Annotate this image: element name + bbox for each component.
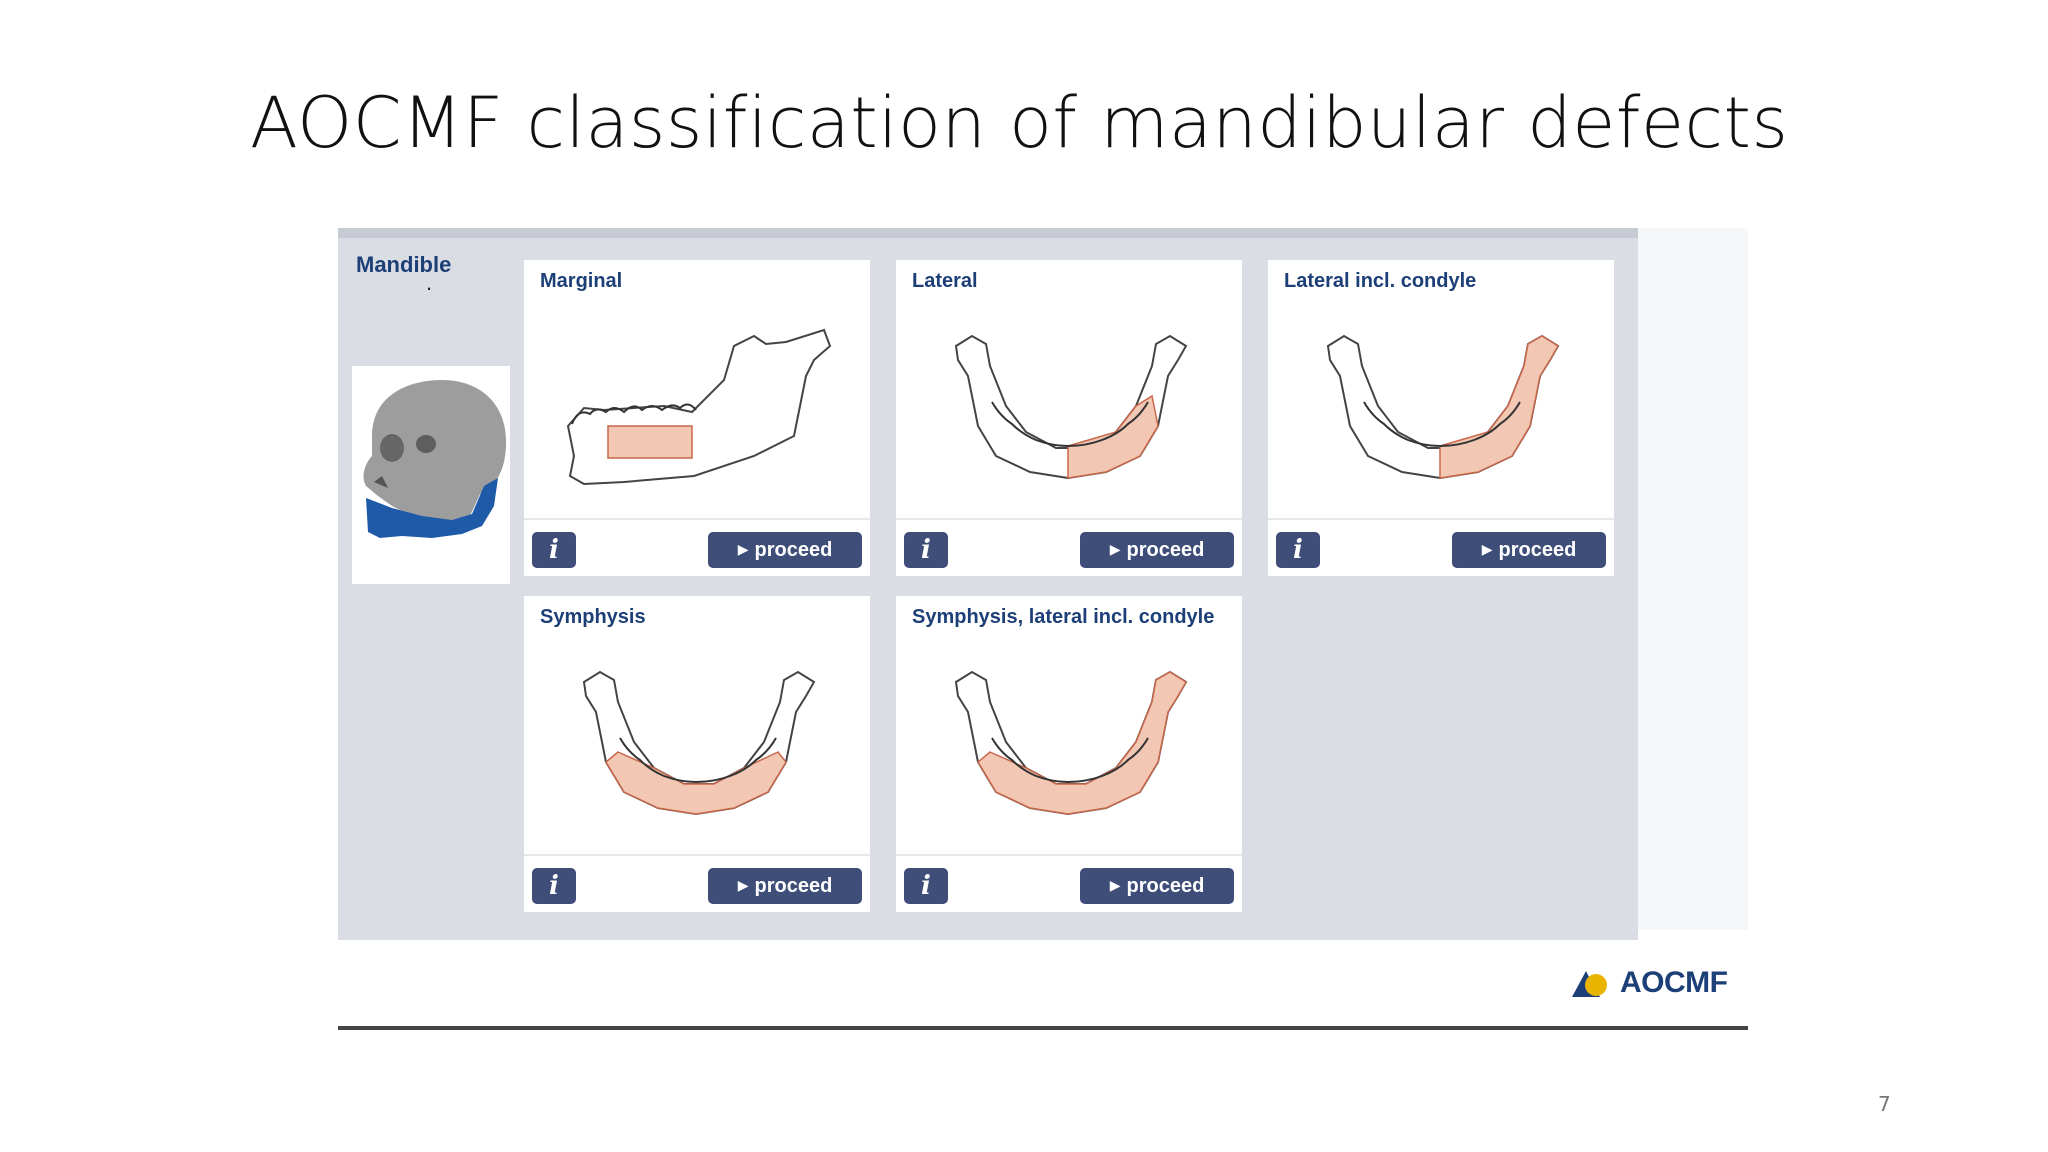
skull-mandible-icon — [363, 380, 507, 538]
marginal-mandible-illustration — [566, 328, 832, 486]
info-button[interactable]: i — [904, 532, 948, 568]
proceed-button[interactable]: ▶ proceed — [1080, 868, 1234, 904]
lateral-condyle-mandible-illustration — [1326, 334, 1560, 480]
symphysis-mandible-illustration — [582, 670, 816, 816]
card-actions: i ▶ proceed — [1268, 518, 1614, 576]
proceed-label: proceed — [1126, 539, 1205, 561]
card-title: Lateral incl. condyle — [1284, 270, 1477, 292]
card-title: Symphysis — [540, 606, 646, 628]
proceed-label: proceed — [1498, 539, 1577, 561]
symphysis-lateral-condyle-mandible-illustration — [954, 670, 1188, 816]
card-actions: i ▶ proceed — [524, 854, 870, 912]
info-button[interactable]: i — [1276, 532, 1320, 568]
card-symphysis-lateral-incl-condyle: Symphysis, lateral incl. condyle i ▶ proc… — [896, 596, 1242, 912]
card-marginal: Marginal i ▶ proceed — [524, 260, 870, 576]
card-title: Marginal — [540, 270, 623, 292]
logo-text: AOCMF — [1620, 966, 1728, 999]
aocmf-logo: AOCMF — [1570, 963, 1728, 1003]
play-triangle-icon: ▶ — [1109, 541, 1121, 557]
info-button[interactable]: i — [532, 532, 576, 568]
proceed-label: proceed — [754, 875, 833, 897]
play-triangle-icon: ▶ — [1481, 541, 1493, 557]
proceed-label: proceed — [1126, 875, 1205, 897]
play-triangle-icon: ▶ — [1109, 877, 1121, 893]
card-title: Symphysis, lateral incl. condyle — [912, 606, 1215, 628]
skull-thumbnail[interactable] — [352, 366, 510, 584]
proceed-button[interactable]: ▶ proceed — [708, 868, 862, 904]
classification-panel: Mandible . Marginal i — [338, 228, 1638, 940]
panel-edge — [1638, 228, 1748, 930]
info-button[interactable]: i — [904, 868, 948, 904]
proceed-label: proceed — [754, 539, 833, 561]
card-lateral: Lateral i ▶ proceed — [896, 260, 1242, 576]
mandible-heading: Mandible — [356, 252, 452, 277]
card-actions: i ▶ proceed — [896, 854, 1242, 912]
card-lateral-incl-condyle: Lateral incl. condyle i ▶ proceed — [1268, 260, 1614, 576]
card-actions: i ▶ proceed — [896, 518, 1242, 576]
card-symphysis: Symphysis i ▶ proceed — [524, 596, 870, 912]
card-title: Lateral — [912, 270, 978, 292]
mandible-selector: Mandible . — [348, 246, 510, 584]
card-actions: i ▶ proceed — [524, 518, 870, 576]
proceed-button[interactable]: ▶ proceed — [1452, 532, 1606, 568]
proceed-button[interactable]: ▶ proceed — [708, 532, 862, 568]
proceed-button[interactable]: ▶ proceed — [1080, 532, 1234, 568]
lateral-mandible-illustration — [954, 334, 1188, 480]
aocmf-logo-icon — [1572, 971, 1607, 997]
info-button[interactable]: i — [532, 868, 576, 904]
slide-title: AOCMF classification of mandibular defec… — [250, 82, 1789, 164]
slide-page-number: 7 — [1878, 1092, 1891, 1116]
bullet-dot: . — [426, 270, 433, 295]
play-triangle-icon: ▶ — [737, 541, 749, 557]
aocmf-classification-screenshot: Mandible . Marginal i — [338, 228, 1748, 1034]
play-triangle-icon: ▶ — [737, 877, 749, 893]
footer-divider — [338, 1026, 1748, 1030]
